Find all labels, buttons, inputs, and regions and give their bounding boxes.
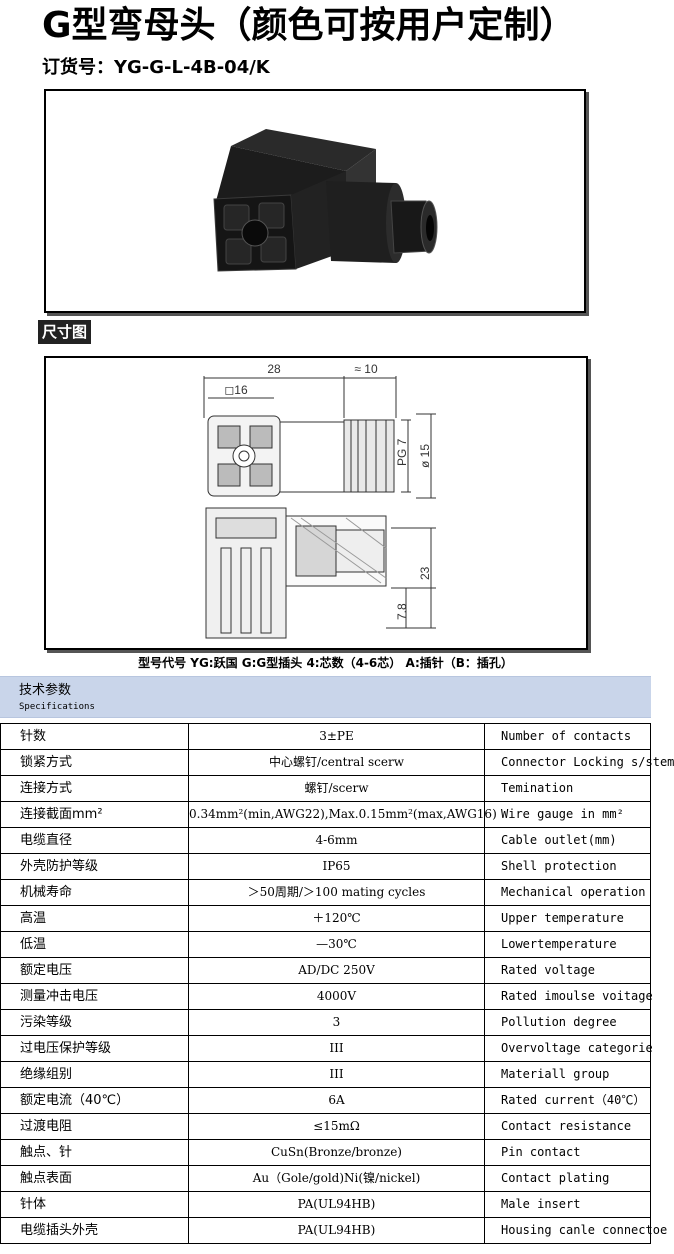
spec-label: 额定电压	[0, 957, 189, 984]
spec-label: 触点、针	[0, 1139, 189, 1166]
spec-value: 6A	[188, 1087, 485, 1114]
spec-label-en: Pollution degree	[484, 1009, 651, 1036]
spec-label-en: Mechanical operation	[484, 879, 651, 906]
spec-value: —30℃	[188, 931, 485, 958]
spec-label: 污染等级	[0, 1009, 189, 1036]
spec-value: Au（Gole/gold)Ni(镍/nickel)	[188, 1165, 485, 1192]
spec-value: PA(UL94HB)	[188, 1191, 485, 1218]
dimension-drawing-frame: 28 ≈ 10 ◻16 PG 7 ø 15	[44, 356, 588, 650]
spec-label: 电缆直径	[0, 827, 189, 854]
spec-label-en: Overvoltage categorie	[484, 1035, 653, 1062]
spec-header-en: Specifications	[19, 702, 95, 712]
spec-label: 绝缘组别	[0, 1061, 189, 1088]
spec-label-en: Rated imoulse voitage	[484, 983, 653, 1010]
spec-label: 电缆插头外壳	[0, 1217, 189, 1244]
spec-label-en: Connector Locking s/stem	[484, 749, 674, 776]
spec-label: 测量冲击电压	[0, 983, 189, 1010]
dimension-label: 尺寸图	[38, 320, 92, 344]
spec-value: IP65	[188, 853, 485, 880]
dim-pg7-label: PG 7	[395, 438, 409, 466]
spec-label-en: Housing canle connectoe	[484, 1217, 667, 1244]
spec-label-en: Contact resistance	[484, 1113, 651, 1140]
spec-label: 针数	[0, 723, 189, 750]
spec-label: 过电压保护等级	[0, 1035, 189, 1062]
spec-label: 过渡电阻	[0, 1113, 189, 1140]
dimension-drawing: 28 ≈ 10 ◻16 PG 7 ø 15	[203, 362, 436, 639]
spec-label: 连接截面mm²	[0, 801, 189, 828]
spec-label: 锁紧方式	[0, 749, 189, 776]
page-title: G型弯母头（颜色可按用户定制）	[42, 5, 576, 46]
product-photo	[213, 129, 438, 272]
spec-label: 低温	[0, 931, 189, 958]
spec-label: 触点表面	[0, 1165, 189, 1192]
spec-label: 高温	[0, 905, 189, 932]
dim-16-label: ◻16	[224, 383, 248, 397]
spec-value: III	[188, 1035, 485, 1062]
spec-value: 4-6mm	[188, 827, 485, 854]
spec-label-en: Rated current（40℃）	[484, 1087, 651, 1114]
spec-value: 3±PE	[188, 723, 485, 750]
spec-label: 针体	[0, 1191, 189, 1218]
spec-label-en: Contact plating	[484, 1165, 651, 1192]
dim-15-label: ø 15	[418, 444, 432, 468]
spec-label-en: Materiall group	[484, 1061, 651, 1088]
spec-label-en: Wire gauge in mm²	[484, 801, 651, 828]
spec-label-en: Cable outlet(mm)	[484, 827, 651, 854]
spec-label: 连接方式	[0, 775, 189, 802]
spec-value: CuSn(Bronze/bronze)	[188, 1139, 485, 1166]
spec-label-en: Upper temperature	[484, 905, 651, 932]
spec-value: ≤15mΩ	[188, 1113, 485, 1140]
spec-value: ＋120℃	[188, 905, 485, 932]
spec-label-en: Temination	[484, 775, 651, 802]
spec-label-en: Shell protection	[484, 853, 651, 880]
spec-value: III	[188, 1061, 485, 1088]
dim-7-8-label: 7.8	[395, 603, 409, 620]
spec-value: 螺钉/scerw	[188, 775, 485, 802]
spec-header-zh: 技术参数	[19, 683, 72, 698]
spec-label-en: Lowertemperature	[484, 931, 651, 958]
spec-label: 额定电流（40℃）	[0, 1087, 189, 1114]
dim-10-label: ≈ 10	[354, 362, 378, 376]
spec-value: ＞50周期/＞100 mating cycles	[188, 879, 485, 906]
dim-28-label: 28	[267, 362, 281, 376]
spec-label-en: Number of contacts	[484, 723, 651, 750]
spec-value: 4000V	[188, 983, 485, 1010]
spec-value: 中心螺钉/central scerw	[188, 749, 485, 776]
spec-value: PA(UL94HB)	[188, 1217, 485, 1244]
spec-header: 技术参数 Specifications	[0, 676, 651, 718]
model-code-legend: 型号代号 YG:跃国 G:G型插头 4:芯数（4-6芯） A:插针（B：插孔）	[138, 656, 513, 670]
spec-label-en: Rated voltage	[484, 957, 651, 984]
spec-label: 外壳防护等级	[0, 853, 189, 880]
spec-label: 机械寿命	[0, 879, 189, 906]
spec-value: 0.34mm²(min,AWG22),Max.0.15mm²(max,AWG16…	[188, 801, 497, 828]
order-number: 订货号：YG-G-L-4B-04/K	[42, 57, 270, 78]
dim-23-label: 23	[418, 566, 432, 580]
spec-label-en: Pin contact	[484, 1139, 651, 1166]
product-photo-frame	[44, 89, 586, 313]
spec-value: AD/DC 250V	[188, 957, 485, 984]
spec-value: 3	[188, 1009, 485, 1036]
spec-label-en: Male insert	[484, 1191, 651, 1218]
